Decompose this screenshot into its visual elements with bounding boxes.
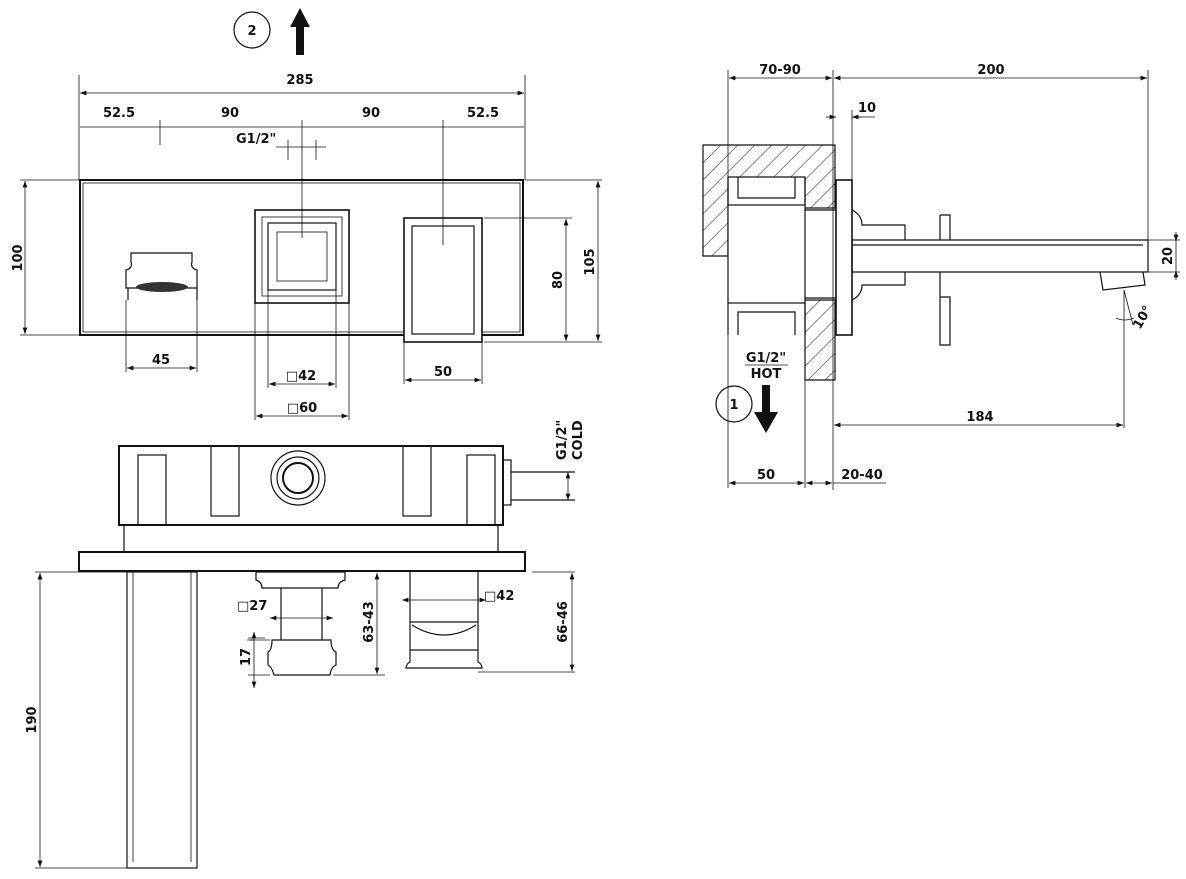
dim-knob-height: 17	[239, 648, 254, 666]
dim-depth: 70-90	[759, 63, 801, 78]
dim-stem-square: □27	[237, 599, 267, 614]
dim-seg-2: 90	[221, 106, 239, 121]
dim-total-height: 105	[583, 248, 598, 275]
spout-side	[851, 209, 1149, 346]
spout-top	[126, 571, 198, 869]
spout-front	[125, 252, 198, 300]
plate-edge	[78, 551, 526, 572]
dim-left-projection: 63-43	[362, 601, 377, 643]
dim-wall-range: 20-40	[841, 468, 883, 483]
dim-handle-width: 50	[434, 365, 452, 380]
direction-callout-1: 1	[715, 385, 778, 433]
dim-outlet-reach: 184	[966, 410, 993, 425]
dim-overall-width: 285	[286, 73, 313, 88]
dim-handle-height: 80	[551, 271, 566, 289]
dim-height: 100	[11, 244, 26, 271]
front-view: 285 52.5 90 90 52.5 G1/2" 100 80 105 45 …	[11, 73, 602, 420]
callout-number: 2	[247, 24, 256, 39]
left-knob-side	[255, 571, 346, 676]
dim-reach: 200	[977, 63, 1004, 78]
dim-right-projection: 66-46	[556, 601, 571, 643]
side-view: 70-90 200 10 20 10° G1/2" HOT 1 184 50 2…	[702, 63, 1180, 490]
dim-outer-square: □60	[287, 401, 317, 416]
dim-thread: G1/2"	[236, 132, 276, 147]
dim-seg-3: 90	[362, 106, 380, 121]
dim-flange: 10	[858, 101, 876, 116]
label-cold: COLD	[571, 420, 586, 460]
dim-spout-width: 45	[152, 353, 170, 368]
dim-hot-thread: G1/2"	[746, 351, 786, 366]
dim-body-depth: 50	[757, 468, 775, 483]
callout-number: 1	[729, 398, 738, 413]
direction-callout-2: 2	[233, 8, 310, 55]
dim-seg-4: 52.5	[467, 106, 499, 121]
right-knob-side	[405, 572, 483, 669]
arrow-down-icon	[754, 385, 778, 433]
dim-seg-1: 52.5	[103, 106, 135, 121]
cold-inlet	[270, 450, 326, 506]
dim-cold-thread: G1/2"	[555, 420, 570, 460]
arrow-up-icon	[290, 8, 310, 55]
label-hot: HOT	[751, 367, 782, 382]
flange	[835, 179, 853, 336]
dim-right-square: □42	[484, 589, 514, 604]
valve-body-side	[727, 177, 836, 335]
top-view: G1/2" COLD □27 17 63-43 □42 66-46 190	[25, 420, 586, 869]
dim-inner-square: □42	[286, 369, 316, 384]
dim-spout-length: 190	[25, 706, 40, 733]
dim-angle: 10°	[1130, 303, 1155, 332]
wall-plate	[79, 179, 524, 336]
wall-section-lower	[804, 299, 836, 381]
dim-spout-height: 20	[1161, 247, 1176, 265]
